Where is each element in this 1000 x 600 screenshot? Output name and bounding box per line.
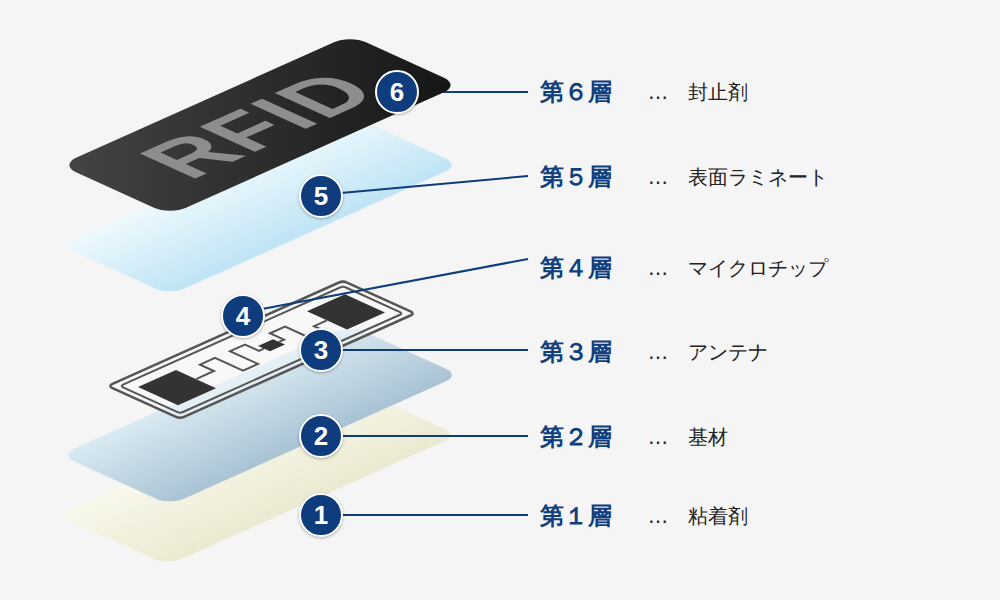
layer-description: マイクロチップ [688,255,828,282]
layer-description: 封止剤 [688,79,748,106]
callout-text: 1 [314,500,328,531]
callout-text: 4 [236,301,250,332]
layer-description: 基材 [688,424,728,451]
ellipsis: … [648,340,668,364]
callout-number: 5 [299,174,343,218]
callout-number: 6 [375,70,419,114]
card-text: RFID [117,61,404,190]
rfid-card: RFID [60,35,460,215]
callout-number: 4 [221,294,265,338]
layer-name: 第４層 [540,252,612,284]
ellipsis: … [648,504,668,528]
ellipsis: … [648,256,668,280]
callout-text: 6 [390,77,404,108]
leader-line [341,176,528,193]
ellipsis: … [648,80,668,104]
callout-number: 3 [299,328,343,372]
callout-text: 2 [314,421,328,452]
layer-description: アンテナ [688,339,768,366]
leader-line [342,349,528,351]
leader-line [342,514,528,516]
layer-name: 第５層 [540,161,612,193]
layer-name: 第３層 [540,336,612,368]
callout-text: 5 [314,181,328,212]
layer-description: 表面ラミネート [688,164,828,191]
ellipsis: … [648,165,668,189]
layer-name: 第６層 [540,76,612,108]
layer-name: 第１層 [540,500,612,532]
callout-number: 1 [299,493,343,537]
leader-line [342,435,528,437]
leader-line [262,259,528,309]
ellipsis: … [648,425,668,449]
callout-text: 3 [314,335,328,366]
layer-name: 第２層 [540,421,612,453]
callout-number: 2 [299,414,343,458]
layer-description: 粘着剤 [688,503,748,530]
